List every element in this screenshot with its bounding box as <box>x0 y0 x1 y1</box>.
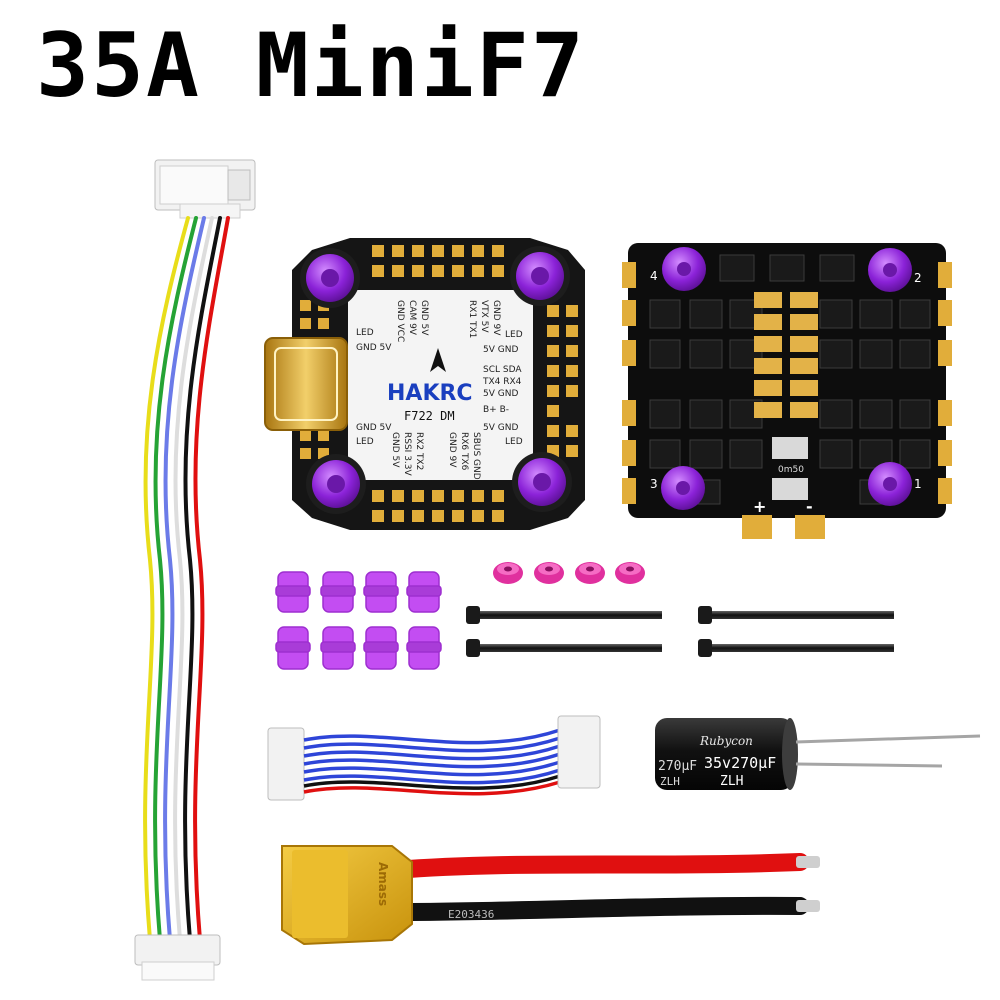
fc-bottom-label-4: GND 9V <box>447 432 457 468</box>
fc-right-label-3: SCL SDA <box>483 365 522 375</box>
fc-right-solder-pads <box>547 305 578 457</box>
fc-right-label-4: TX4 RX4 <box>482 377 522 387</box>
esc-corner-number-3: 3 <box>650 477 658 491</box>
top-jst-connector <box>154 159 256 219</box>
fc-left-label-2: GND 5V <box>356 343 392 353</box>
fc-brand: HAKRC <box>387 381 473 406</box>
esc-shunt-bottom <box>772 478 808 500</box>
fc-top-solder-pads <box>372 245 504 277</box>
purple-rubber-dampers <box>275 571 442 670</box>
screw <box>466 606 662 624</box>
fc-purple-standoff-top-right <box>510 246 570 306</box>
damper <box>275 571 311 613</box>
long-wire-harness <box>134 159 256 981</box>
fc-right-label-1: LED <box>505 330 523 340</box>
capacitor-series: ZLH <box>720 774 743 789</box>
lock-nut <box>534 562 564 584</box>
esc-marking: 0m50 <box>778 465 804 475</box>
long-screws <box>466 606 894 657</box>
fc-right-label-2: 5V GND <box>483 345 518 355</box>
damper <box>363 571 399 613</box>
esc-minus-label: - <box>806 497 813 516</box>
fc-bottom-label-2: RSSI 3.3V <box>402 432 412 477</box>
fc-bottom-label-6: SBUS GND <box>471 432 481 480</box>
xt60-brand: Amass <box>376 862 390 906</box>
lock-nut <box>493 562 523 584</box>
fc-model: F722 DM <box>404 409 455 423</box>
fc-purple-standoff-bottom-left <box>306 454 366 514</box>
fc-bottom-label-3: RX2 TX2 <box>414 432 424 470</box>
damper <box>275 626 311 670</box>
fc-bottom-solder-pads <box>372 490 504 522</box>
fc-top-label-4: RX1 TX1 <box>467 300 477 338</box>
fc-right-label-8: LED <box>505 437 523 447</box>
black-wire-tip <box>796 900 820 912</box>
electrolytic-capacitor: Rubycon 35v270µF ZLH 270µF ZLH <box>655 718 981 790</box>
direction-arrow-icon <box>430 348 446 372</box>
fc-right-label-5: 5V GND <box>483 389 518 399</box>
fc-bottom-label-1: GND 5V <box>390 432 400 468</box>
lock-nut <box>615 562 645 584</box>
magenta-lock-nuts <box>493 562 645 584</box>
screw <box>466 639 662 657</box>
fc-top-label-3: GND 5V <box>419 300 429 336</box>
product-title: 35A MiniF7 <box>36 14 586 117</box>
esc-purple-standoff-top-right <box>868 248 912 292</box>
esc-purple-standoff-bottom-right <box>868 462 912 506</box>
bottom-jst-connector <box>134 934 221 981</box>
usb-c-port <box>264 337 348 431</box>
fc-purple-standoff-bottom-right <box>512 452 572 512</box>
esc-power-pads <box>742 515 825 539</box>
esc-corner-number-1: 1 <box>914 477 922 491</box>
flight-controller-board: HAKRC F722 DM LED GND 5V GND 5V LED GND … <box>264 238 585 530</box>
screw <box>698 606 894 624</box>
fc-top-label-2: CAM 9V <box>407 300 417 336</box>
esc-board: + - <box>622 243 952 539</box>
fc-right-label-7: 5V GND <box>483 423 518 433</box>
esc-motor-pads <box>622 262 952 504</box>
xt60-cable-marking: E203436 <box>448 908 494 921</box>
damper <box>320 626 356 670</box>
fc-left-label-4: LED <box>356 437 374 447</box>
lock-nut <box>575 562 605 584</box>
esc-corner-number-4: 4 <box>650 269 658 283</box>
esc-purple-standoff-bottom-left <box>661 466 705 510</box>
fc-left-label-1: LED <box>356 328 374 338</box>
fc-bottom-label-5: RX6 TX6 <box>459 432 469 471</box>
fc-right-label-6: B+ B- <box>483 405 509 415</box>
capacitor-brand: Rubycon <box>699 734 753 748</box>
xt60-connector <box>281 845 413 946</box>
wire-bundle <box>143 216 230 942</box>
damper <box>363 626 399 670</box>
esc-corner-number-2: 2 <box>914 271 922 285</box>
esc-shunt-top <box>772 437 808 459</box>
esc-purple-standoff-top-left <box>662 247 706 291</box>
capacitor-side-series: ZLH <box>660 775 680 788</box>
esc-gold-contacts <box>754 292 818 418</box>
fc-purple-standoff-top-left <box>300 248 360 308</box>
fc-top-label-6: GND 9V <box>491 300 501 336</box>
short-fc-esc-cable <box>267 715 601 801</box>
red-wire-tip <box>796 856 820 868</box>
fc-left-label-3: GND 5V <box>356 423 392 433</box>
fc-top-label-5: VTX 5V <box>479 300 489 333</box>
fc-top-label-1: GND VCC <box>395 300 405 342</box>
screw <box>698 639 894 657</box>
xt60-power-lead: Amass E203436 <box>281 845 820 946</box>
damper <box>406 571 442 613</box>
damper <box>320 571 356 613</box>
capacitor-rating: 35v270µF <box>704 754 776 772</box>
capacitor-side-rating: 270µF <box>658 759 697 774</box>
damper <box>406 626 442 670</box>
esc-plus-label: + <box>753 497 766 516</box>
